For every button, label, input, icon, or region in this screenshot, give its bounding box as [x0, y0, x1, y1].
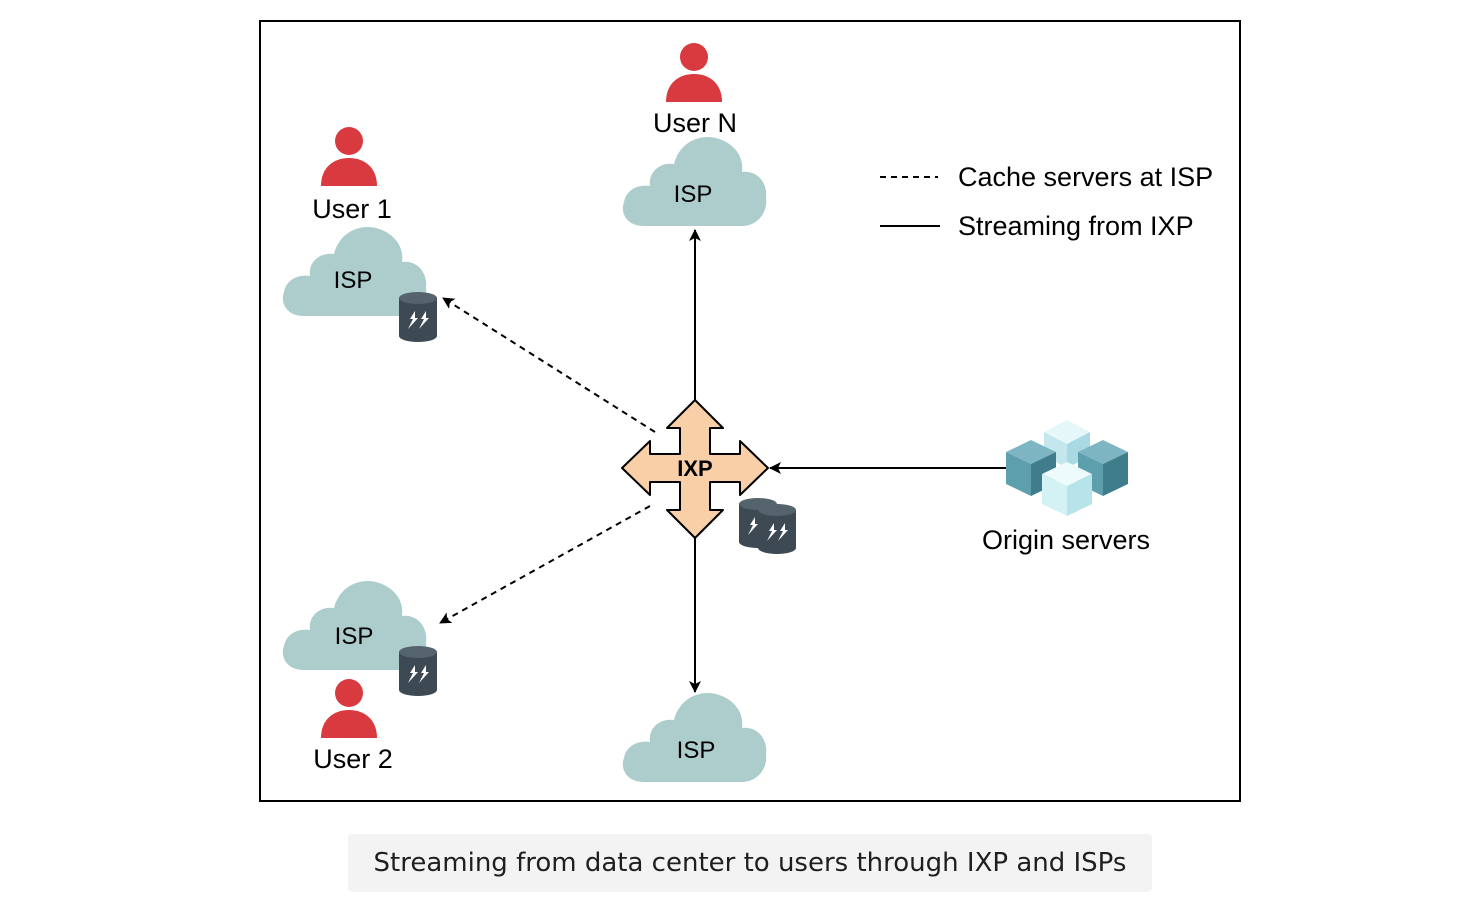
- isp-top-label: ISP: [674, 181, 713, 208]
- cache-server-icon: [399, 292, 437, 342]
- legend-dashed-label: Cache servers at ISP: [958, 162, 1213, 192]
- legend-solid-label: Streaming from IXP: [958, 211, 1194, 241]
- origin-servers-label: Origin servers: [982, 525, 1150, 555]
- user-n-label: User N: [653, 108, 737, 138]
- origin-servers: Origin servers: [982, 420, 1150, 555]
- isp-left-bottom-label: ISP: [335, 623, 374, 650]
- user-1-label: User 1: [312, 194, 392, 224]
- ixp-arrow-icon: [621, 399, 769, 539]
- isp-bottom-label: ISP: [677, 737, 716, 764]
- cache-server-icon: [758, 504, 796, 554]
- cache-server-icon: [399, 646, 437, 696]
- isp-left-top-label: ISP: [334, 267, 373, 294]
- edge-ixp-to-isp-left-top: [442, 297, 656, 433]
- user-1: User 1: [312, 127, 392, 224]
- isp-bottom: ISP: [622, 693, 767, 782]
- user-2-label: User 2: [313, 744, 393, 774]
- connections: [439, 229, 1006, 693]
- figure-caption: Streaming from data center to users thro…: [348, 834, 1152, 892]
- isp-top: ISP: [622, 137, 767, 226]
- legend: Cache servers at ISP Streaming from IXP: [880, 162, 1213, 241]
- user-2: User 2: [313, 679, 393, 774]
- user-n: User N: [653, 43, 737, 138]
- isp-left-top: ISP: [282, 227, 437, 342]
- ixp: IXP: [621, 399, 796, 554]
- ixp-label: IXP: [677, 456, 712, 481]
- edge-ixp-to-isp-left-bottom: [439, 505, 651, 624]
- isp-left-bottom: ISP: [282, 581, 437, 696]
- origin-cubes-icon: [1006, 420, 1128, 516]
